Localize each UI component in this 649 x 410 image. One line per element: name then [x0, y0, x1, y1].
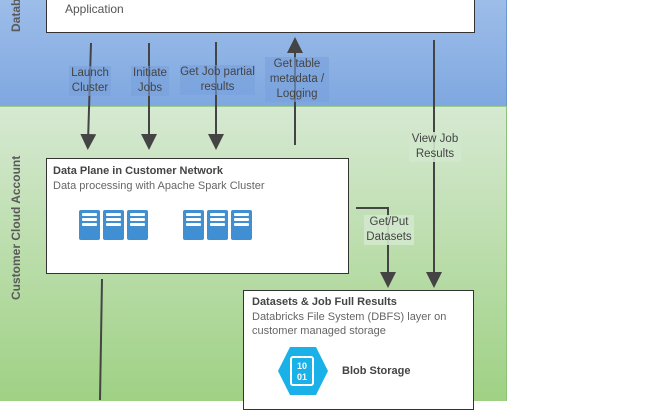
server-icon [79, 210, 100, 240]
blob-storage-icon: 10 01 [278, 347, 328, 395]
getput-arrow [356, 207, 396, 288]
view-results-label: View Job Results [409, 132, 461, 162]
svg-text:01: 01 [297, 372, 307, 382]
control-plane-subtitle: Application [65, 2, 124, 16]
data-plane-title: Data Plane in Customer Network [53, 165, 223, 177]
data-plane-subtitle: Data processing with Apache Spark Cluste… [53, 180, 265, 192]
data-plane-box: Data Plane in Customer Network Data proc… [46, 158, 349, 274]
datasets-box: Datasets & Job Full Results Databricks F… [243, 290, 474, 410]
data-plane-line [99, 278, 103, 400]
initiate-jobs-label: Initiate Jobs [131, 66, 169, 96]
svg-text:10: 10 [297, 361, 307, 371]
server-icon [183, 210, 204, 240]
control-plane-box: Application [46, 0, 475, 33]
blob-storage-label: Blob Storage [342, 365, 411, 377]
server-icon [103, 210, 124, 240]
datasets-subtitle: Databricks File System (DBFS) layer on c… [252, 311, 447, 337]
datasets-title: Datasets & Job Full Results [252, 296, 397, 308]
metadata-label: Get table metadata / Logging [265, 57, 329, 102]
spark-cluster-group-2 [183, 210, 255, 245]
getput-label: Get/Put Datasets [364, 215, 414, 245]
launch-cluster-label: Launch Cluster [69, 66, 111, 96]
spark-cluster-group-1 [79, 210, 151, 245]
server-icon [207, 210, 228, 240]
server-icon [231, 210, 252, 240]
partial-results-label: Get Job partial results [180, 65, 255, 95]
server-icon [127, 210, 148, 240]
